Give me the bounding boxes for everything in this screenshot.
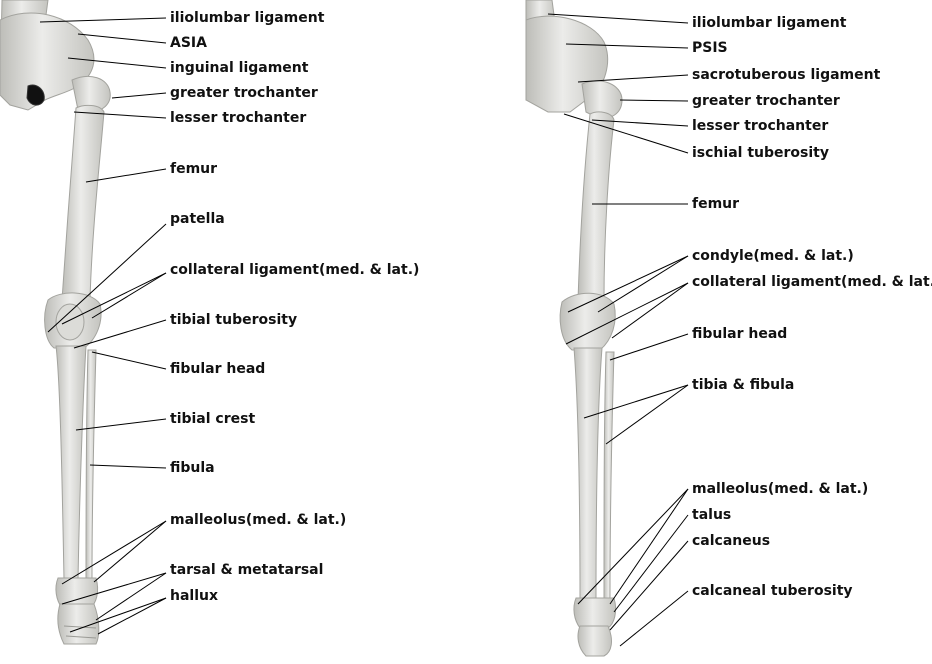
label-post-greater-trochanter: greater trochanter (692, 93, 840, 109)
label-ant-collateral-ligament: collateral ligament(med. & lat.) (170, 262, 420, 278)
label-ant-hallux: hallux (170, 588, 219, 604)
label-post-ischial-tuberosity: ischial tuberosity (692, 145, 829, 161)
label-post-femur: femur (692, 196, 740, 212)
label-ant-fibular-head: fibular head (170, 361, 266, 377)
label-post-condyle: condyle(med. & lat.) (692, 248, 854, 264)
label-ant-femur: femur (170, 161, 218, 177)
label-ant-tibial-crest: tibial crest (170, 411, 256, 427)
label-post-psis: PSIS (692, 40, 728, 56)
label-ant-inguinal-ligament: inguinal ligament (170, 60, 309, 76)
label-ant-malleolus: malleolus(med. & lat.) (170, 512, 347, 528)
label-ant-tarsal-metatarsal: tarsal & metatarsal (170, 562, 324, 578)
leader-lines (39, 13, 689, 647)
label-ant-lesser-trochanter: lesser trochanter (170, 110, 307, 126)
label-ant-asia: ASIA (170, 35, 207, 51)
label-ant-fibula: fibula (170, 460, 215, 476)
label-post-calcaneus: calcaneus (692, 533, 771, 549)
label-post-talus: talus (692, 507, 732, 523)
label-ant-iliolumbar-ligament: iliolumbar ligament (170, 10, 325, 26)
label-post-tibia-fibula: tibia & fibula (692, 377, 795, 393)
label-post-calcaneal-tuberosity: calcaneal tuberosity (692, 583, 853, 599)
anterior-skeleton (0, 0, 111, 645)
label-ant-tibial-tuberosity: tibial tuberosity (170, 312, 298, 328)
label-post-lesser-trochanter: lesser trochanter (692, 118, 829, 134)
label-post-iliolumbar-ligament: iliolumbar ligament (692, 15, 847, 31)
label-ant-greater-trochanter: greater trochanter (170, 85, 318, 101)
posterior-skeleton (525, 0, 623, 657)
label-post-collateral-ligament: collateral ligament(med. & lat.) (692, 274, 932, 290)
label-post-fibular-head: fibular head (692, 326, 788, 342)
label-post-sacrotuberous-ligament: sacrotuberous ligament (692, 67, 881, 83)
label-ant-patella: patella (170, 211, 225, 227)
label-post-malleolus: malleolus(med. & lat.) (692, 481, 869, 497)
